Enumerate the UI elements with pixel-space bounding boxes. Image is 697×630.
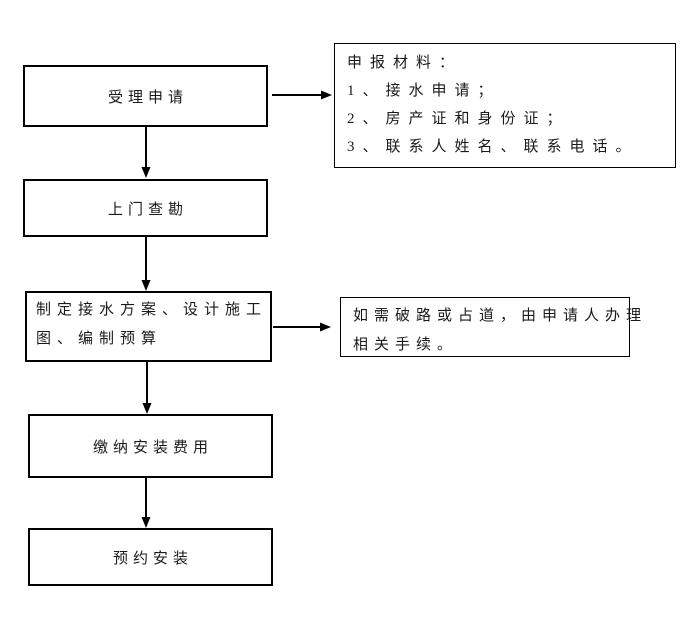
note-line: 2、房产证和身份证； xyxy=(347,111,570,127)
note-application-materials: 申报材料： 1、接水申请； 2、房产证和身份证； 3、联系人姓名、联系电话。 xyxy=(334,43,676,168)
step-label: 预约安装 xyxy=(112,550,193,567)
note-line: 相关手续。 xyxy=(353,337,459,353)
note-line: 如需破路或占道，由申请人办理 xyxy=(353,308,648,324)
step-label: 缴纳安装费用 xyxy=(92,439,213,456)
note-line: 3、联系人姓名、联系电话。 xyxy=(347,139,639,155)
arrow-pay-to-book xyxy=(141,478,151,528)
arrow-plan-to-road-note xyxy=(273,322,331,332)
flow-step-make-plan: 制定接水方案、设计施工 图、编制预算 xyxy=(25,291,272,362)
step-label: 上门查勘 xyxy=(107,201,188,218)
arrow-accept-to-survey xyxy=(141,127,151,178)
arrow-plan-to-pay xyxy=(142,362,152,414)
flow-step-pay-installation-fee: 缴纳安装费用 xyxy=(28,414,273,478)
arrow-survey-to-plan xyxy=(141,237,151,291)
step-label: 受理申请 xyxy=(107,89,188,106)
arrow-accept-to-materials-note xyxy=(272,90,332,100)
flow-step-site-survey: 上门查勘 xyxy=(23,179,268,237)
step-label-line: 图、编制预算 xyxy=(36,331,163,347)
note-line: 1、接水申请； xyxy=(347,83,501,99)
flow-step-accept-application: 受理申请 xyxy=(23,65,268,127)
step-label-line: 制定接水方案、设计施工 xyxy=(36,302,268,318)
flow-step-schedule-installation: 预约安装 xyxy=(28,528,273,586)
note-line: 申报材料： xyxy=(347,55,463,71)
note-road-occupation-procedure: 如需破路或占道，由申请人办理 相关手续。 xyxy=(340,297,648,357)
